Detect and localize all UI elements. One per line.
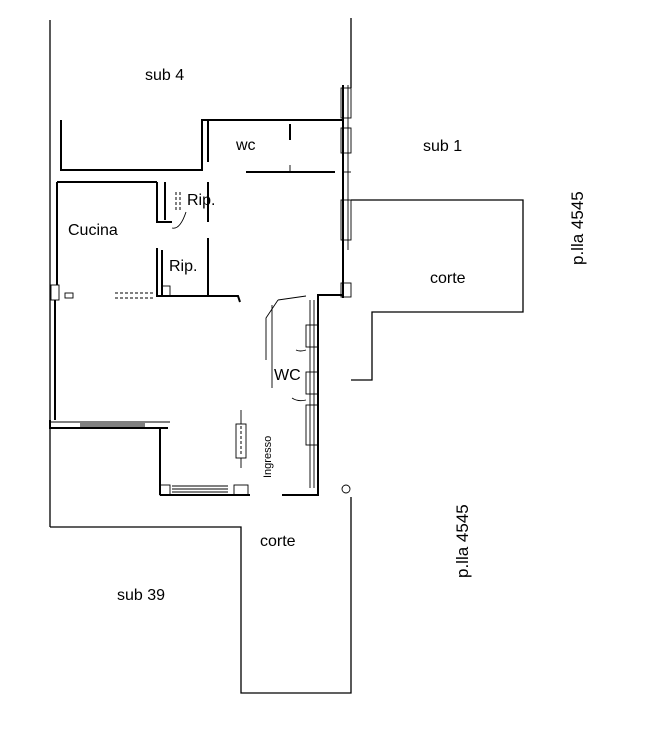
label-wc-lower: WC [274,367,301,384]
label-corte-bottom: corte [260,533,296,550]
label-rip-upper: Rip. [187,192,215,209]
label-wc-upper: wc [235,137,256,154]
label-sub-1: sub 1 [423,138,462,155]
label-sub-39: sub 39 [117,587,165,604]
interior-walls [115,120,351,494]
label-rip-lower: Rip. [169,258,197,275]
label-pla-upper: p.lla 4545 [568,191,587,265]
property-boundary [49,18,524,694]
label-ingresso: Ingresso [262,436,274,478]
room-labels: sub 4 sub 1 wc Rip. Cucina Rip. corte WC… [68,67,587,604]
label-cucina: Cucina [68,222,118,239]
label-pla-lower: p.lla 4545 [453,504,472,578]
building-walls [49,119,344,496]
label-corte-right: corte [430,270,466,287]
label-sub-4: sub 4 [145,67,184,84]
right-wall [305,85,352,488]
